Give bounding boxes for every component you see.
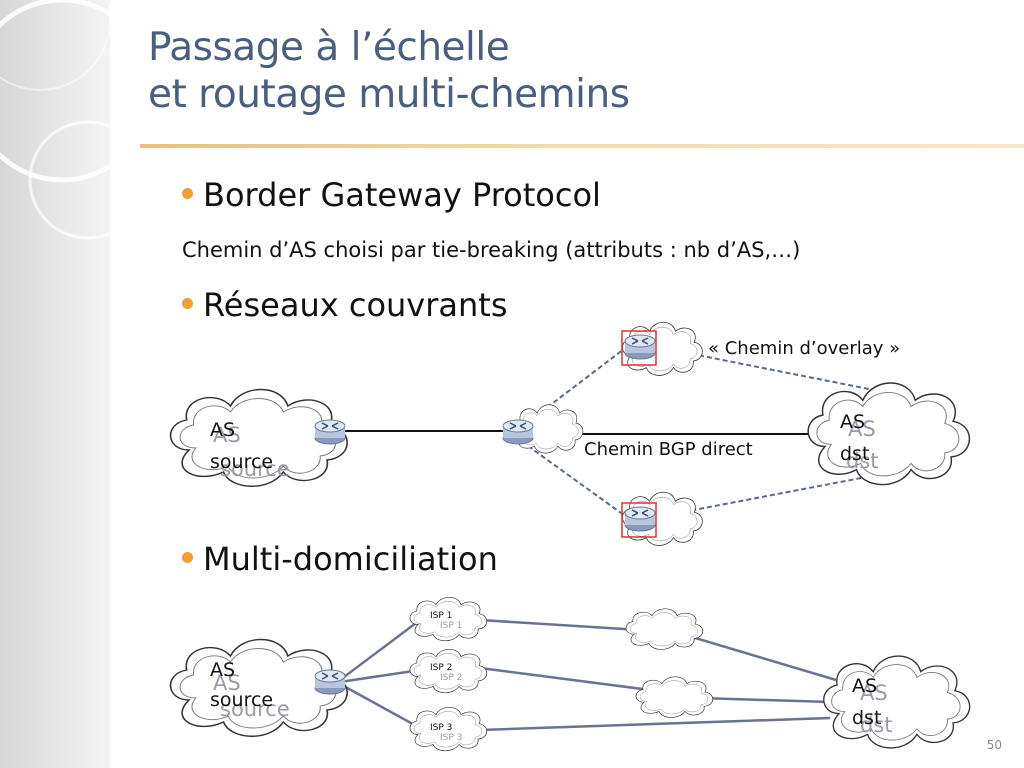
decorative-circles bbox=[0, 0, 140, 240]
bullet-dot bbox=[182, 187, 193, 199]
link-source-isp1 bbox=[339, 619, 421, 681]
link-source-isp2 bbox=[339, 668, 421, 684]
bullet-dot bbox=[182, 297, 193, 309]
link-isp3-dst bbox=[479, 716, 831, 732]
as-source-label-1: AS bbox=[210, 419, 235, 441]
isp2-shadow: ISP 2 bbox=[440, 673, 462, 683]
title-line-2: et routage multi-chemins bbox=[148, 72, 630, 117]
bullet-overlay: Réseaux couvrants bbox=[182, 286, 508, 324]
title-underline bbox=[140, 144, 1024, 148]
overlay-path-label: « Chemin d’overlay » bbox=[708, 338, 900, 359]
mh-source-shadow-1: AS bbox=[213, 671, 241, 695]
slide-number: 50 bbox=[986, 738, 1002, 752]
as-dst-shadow-2: dst bbox=[846, 449, 879, 473]
bullet-bgp-text: Border Gateway Protocol bbox=[203, 176, 601, 214]
bgp-subtext: Chemin d’AS choisi par tie-breaking (att… bbox=[182, 238, 801, 262]
overlay-node-highlight-top bbox=[621, 330, 657, 366]
isp3-label: ISP 3 bbox=[430, 723, 452, 733]
router-icon bbox=[314, 669, 346, 695]
router-icon bbox=[624, 506, 656, 532]
as-source-shadow-2: source bbox=[220, 457, 290, 481]
mh-source-label-2: source bbox=[210, 689, 273, 711]
mh-source-shadow-2: source bbox=[220, 697, 290, 721]
mh-dst-label-2: dst bbox=[852, 707, 881, 729]
router-icon bbox=[314, 419, 346, 445]
overlay-node-highlight-bottom bbox=[621, 502, 657, 538]
router-icon bbox=[624, 334, 656, 360]
mh-dst-shadow-1: AS bbox=[860, 681, 888, 705]
overlay-link-down-2 bbox=[651, 473, 883, 519]
mh-transit-cloud-1 bbox=[625, 608, 704, 650]
bullet-multihoming: Multi-domiciliation bbox=[182, 540, 498, 578]
mh-dst-shadow-2: dst bbox=[860, 713, 893, 737]
as-source-shadow-1: AS bbox=[213, 423, 241, 447]
as-dst-label-1: AS bbox=[840, 411, 865, 433]
mh-source-label-1: AS bbox=[210, 659, 235, 681]
title-line-1: Passage à l’échelle bbox=[148, 25, 510, 70]
isp3-shadow: ISP 3 bbox=[440, 733, 462, 743]
overlay-link-down-1 bbox=[527, 445, 629, 519]
mh-dst-label-1: AS bbox=[852, 675, 877, 697]
isp1-label: ISP 1 bbox=[430, 611, 452, 621]
isp2-label: ISP 2 bbox=[430, 663, 452, 673]
direct-path-label: Chemin BGP direct bbox=[584, 439, 753, 460]
bullet-overlay-text: Réseaux couvrants bbox=[203, 286, 508, 324]
router-icon bbox=[502, 419, 534, 445]
as-dst-cloud bbox=[807, 382, 971, 486]
link-isp1-transit bbox=[479, 618, 641, 632]
link-source-isp3 bbox=[339, 682, 421, 730]
isp1-shadow: ISP 1 bbox=[440, 621, 462, 631]
mh-as-dst-cloud bbox=[823, 655, 971, 749]
bullet-multihoming-text: Multi-domiciliation bbox=[203, 540, 498, 578]
sidebar-decoration bbox=[0, 0, 110, 768]
bullet-dot bbox=[182, 551, 193, 563]
bullet-bgp: Border Gateway Protocol bbox=[182, 176, 601, 214]
as-dst-label-2: dst bbox=[840, 443, 869, 465]
mh-transit-cloud-2 bbox=[635, 676, 714, 718]
link-transit-dst-1 bbox=[681, 632, 837, 682]
slide-title: Passage à l’échelle et routage multi-che… bbox=[148, 24, 630, 118]
link-transit-dst-2 bbox=[699, 696, 831, 704]
as-source-label-2: source bbox=[210, 451, 273, 473]
as-dst-shadow-1: AS bbox=[848, 417, 876, 441]
link-isp2-transit bbox=[479, 666, 651, 692]
